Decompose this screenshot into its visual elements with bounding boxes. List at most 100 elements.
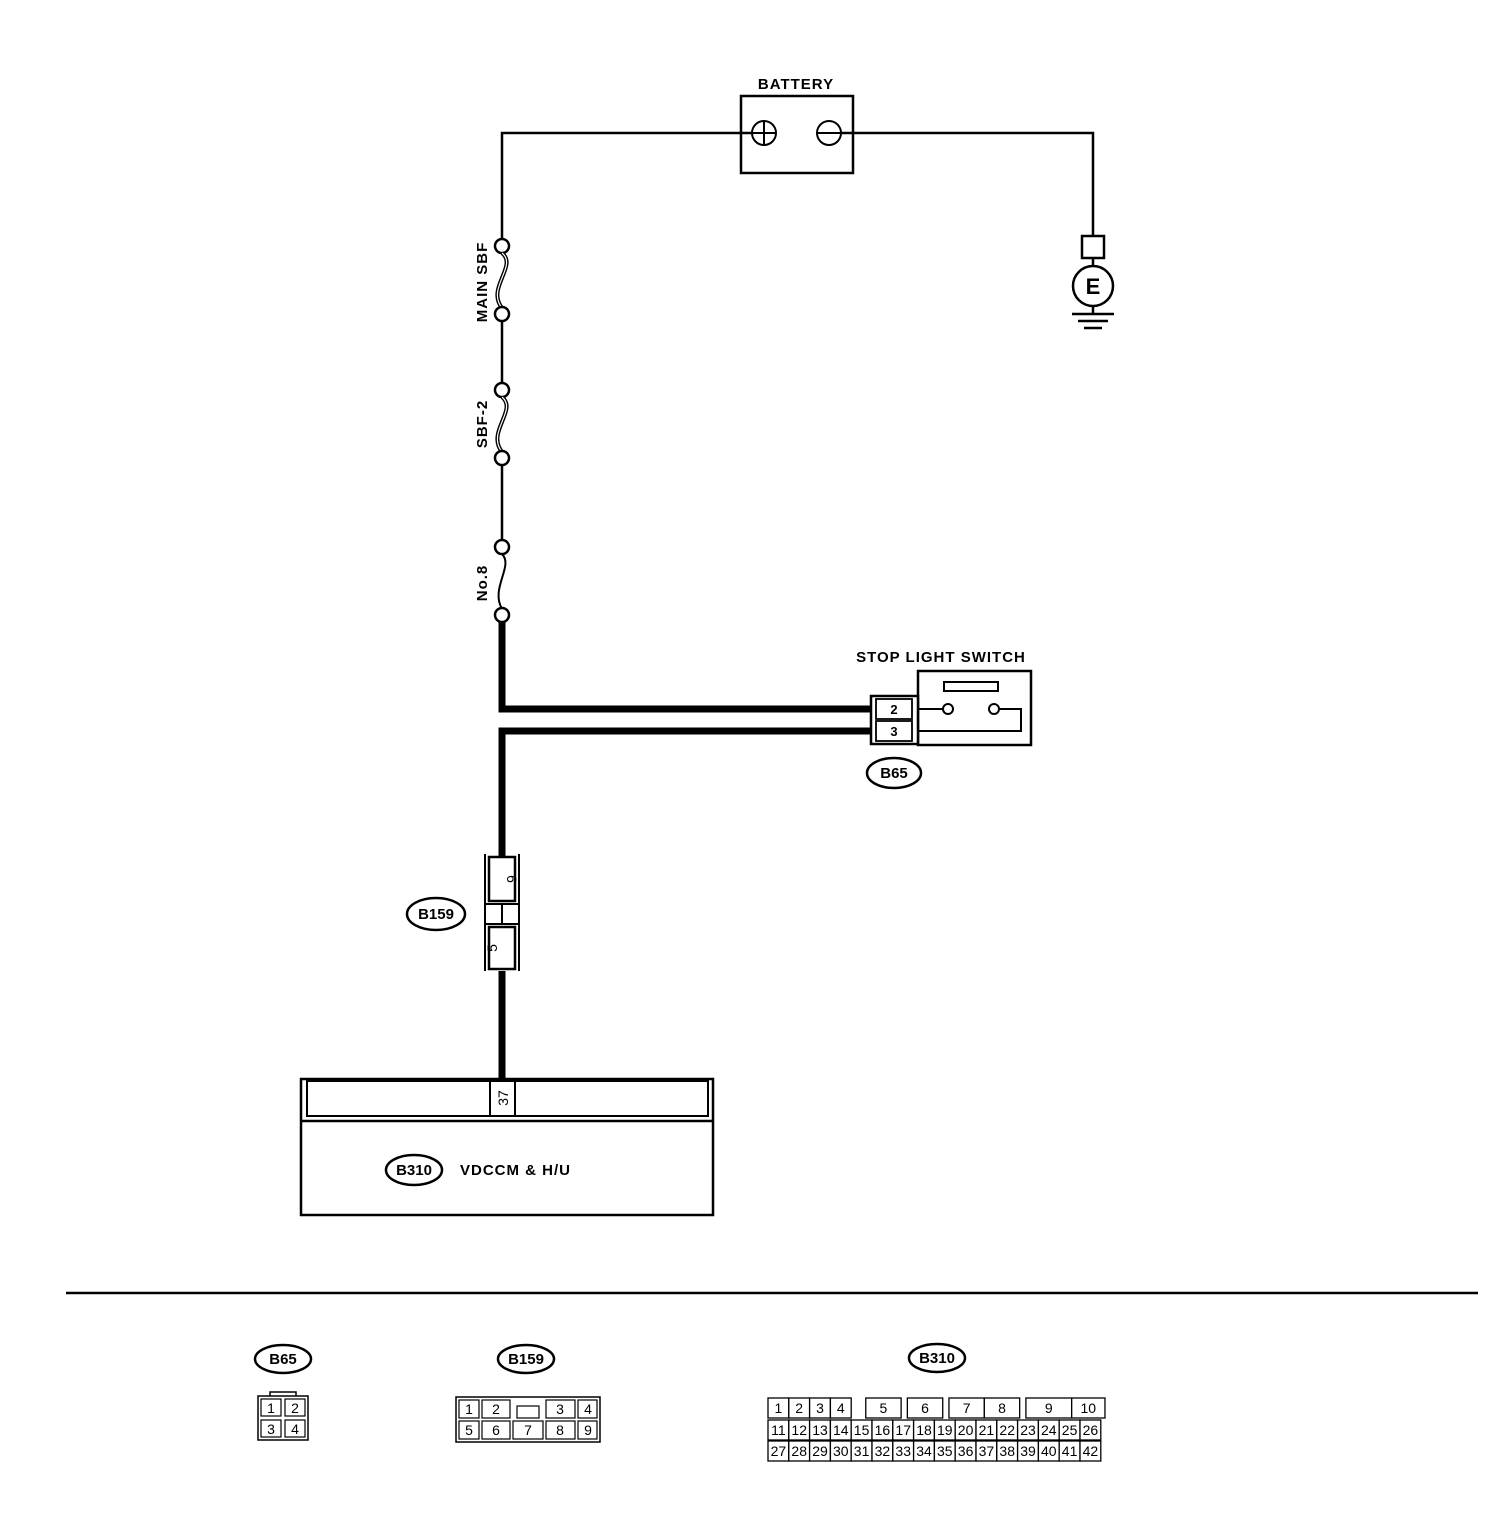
b159-view-pin: 6 (492, 1422, 500, 1438)
b310-view-pin: 18 (916, 1422, 932, 1438)
vdccm-module-label: VDCCM & H/U (460, 1162, 571, 1179)
connector-view-b310-tag: B310 (919, 1350, 955, 1367)
connector-tag-b310 (384, 1153, 444, 1187)
wire-fuse-to-switch-pin-2 (498, 622, 871, 713)
b159-view-pin: 8 (556, 1422, 564, 1438)
b310-view-pin: 13 (812, 1422, 828, 1438)
connector-tag-b310-label: B310 (396, 1162, 432, 1179)
fuse-sbf-2-label: SBF-2 (474, 400, 491, 448)
battery-label: BATTERY (758, 76, 834, 93)
b310-view-pin: 20 (958, 1422, 974, 1438)
ground-symbol-icon (1072, 312, 1114, 330)
b310-view-pin: 19 (937, 1422, 953, 1438)
b310-view-pin: 41 (1062, 1443, 1078, 1459)
b159-view-pin: 7 (524, 1422, 532, 1438)
b310-view-pin: 36 (958, 1443, 974, 1459)
b310-view-pin: 26 (1083, 1422, 1099, 1438)
stop-light-switch-label: STOP LIGHT SWITCH (856, 649, 1026, 666)
switch-pin-3: 3 (890, 724, 897, 739)
b310-view-pin: 40 (1041, 1443, 1057, 1459)
b310-view-pin: 9 (1045, 1400, 1053, 1416)
b310-view-pin: 10 (1081, 1400, 1097, 1416)
b310-view-pin: 1 (775, 1400, 783, 1416)
fuse-no-8-label: No.8 (474, 565, 491, 602)
vdccm-module: 37 B310 VDCCM & H/U (299, 1077, 715, 1217)
b310-view-pin: 4 (837, 1400, 845, 1416)
connector-view-b65-tag: B65 (269, 1351, 297, 1368)
b310-view-pin: 15 (854, 1422, 870, 1438)
b65-view-pin: 1 (267, 1400, 275, 1416)
b159-view-pin: 4 (584, 1401, 592, 1417)
b310-view-pin: 3 (816, 1400, 824, 1416)
switch-pin-2: 2 (890, 702, 897, 717)
fuse-no-8: No.8 (474, 538, 511, 624)
b310-view-pin: 37 (979, 1443, 995, 1459)
b310-view-pin: 33 (895, 1443, 911, 1459)
b310-view-pin: 11 (771, 1422, 786, 1438)
b159-view-pin: 3 (556, 1401, 564, 1417)
connector-tag-b65 (865, 756, 923, 790)
b310-view-pin: 39 (1020, 1443, 1036, 1459)
fuse-main-sbf: MAIN SBF (474, 237, 511, 323)
b310-view-pin: 16 (875, 1422, 891, 1438)
b310-view-pin: 17 (895, 1422, 911, 1438)
b310-view-pin-cell (865, 1397, 902, 1419)
b310-view-pin: 2 (795, 1400, 803, 1416)
b310-view-pin-cell (1071, 1397, 1106, 1419)
b310-view-pin: 27 (771, 1443, 787, 1459)
b310-view-pin: 35 (937, 1443, 953, 1459)
switch-plunger-icon (943, 681, 999, 692)
b310-view-pin: 29 (812, 1443, 828, 1459)
battery-negative-icon (816, 120, 842, 146)
b310-view-pin: 31 (854, 1443, 870, 1459)
b310-view-pin: 23 (1020, 1422, 1036, 1438)
b310-view-pin: 21 (979, 1422, 995, 1438)
b159-view-pin: 9 (584, 1422, 592, 1438)
b65-view-pin: 4 (291, 1421, 299, 1437)
b310-view-pin-cell (1079, 1419, 1102, 1441)
b310-view-pin: 42 (1083, 1443, 1099, 1459)
battery: BATTERY (739, 76, 855, 175)
b310-view-pin-cell (906, 1397, 944, 1419)
b310-view-pin-cell (829, 1397, 852, 1419)
b310-view-pin: 30 (833, 1443, 849, 1459)
fuse-main-sbf-label: MAIN SBF (474, 242, 491, 323)
fuse-sbf-2: SBF-2 (474, 381, 511, 467)
b310-view-pin: 24 (1041, 1422, 1057, 1438)
b159-pin-5: 5 (484, 944, 500, 952)
connector-view-b159: B159 1 2 3 4 5 6 7 8 9 (455, 1343, 601, 1443)
b310-view-pin: 25 (1062, 1422, 1078, 1438)
connector-tag-b65-label: B65 (880, 765, 908, 782)
b159-pin-6: 6 (504, 875, 520, 883)
b310-view-pin: 32 (875, 1443, 891, 1459)
b159-view-pin: 5 (465, 1422, 473, 1438)
b159-view-pin: 1 (465, 1401, 473, 1417)
connector-tag-b159 (405, 896, 467, 932)
b310-view-pin: 7 (963, 1400, 971, 1416)
b310-view-pin: 8 (998, 1400, 1006, 1416)
connector-b159: 6 5 B159 (405, 854, 520, 971)
wire-switch-pin-3-to-b159 (498, 727, 871, 857)
b310-view-pin: 34 (916, 1443, 932, 1459)
connector-view-b65: B65 1 2 3 4 (253, 1343, 313, 1441)
b310-view-pin: 22 (999, 1422, 1015, 1438)
b159-view-pin: 2 (492, 1401, 500, 1417)
b310-view-pin-cell (983, 1397, 1021, 1419)
b310-view-pin: 38 (999, 1443, 1015, 1459)
b310-view-pin: 28 (791, 1443, 807, 1459)
wire-battery-positive (500, 131, 752, 240)
module-pin-37: 37 (495, 1090, 511, 1106)
b65-view-pin: 2 (291, 1400, 299, 1416)
b310-view-pin: 12 (791, 1422, 807, 1438)
ground-point: E (1071, 234, 1115, 330)
connector-view-b159-tag: B159 (508, 1351, 544, 1368)
b310-view-pin: 5 (880, 1400, 888, 1416)
ground-label: E (1086, 274, 1101, 299)
connector-tag-b159-label: B159 (418, 906, 454, 923)
stop-light-switch: STOP LIGHT SWITCH 2 3 B65 (856, 649, 1033, 790)
b310-view-pin: 14 (833, 1422, 849, 1438)
b65-view-pin: 3 (267, 1421, 275, 1437)
